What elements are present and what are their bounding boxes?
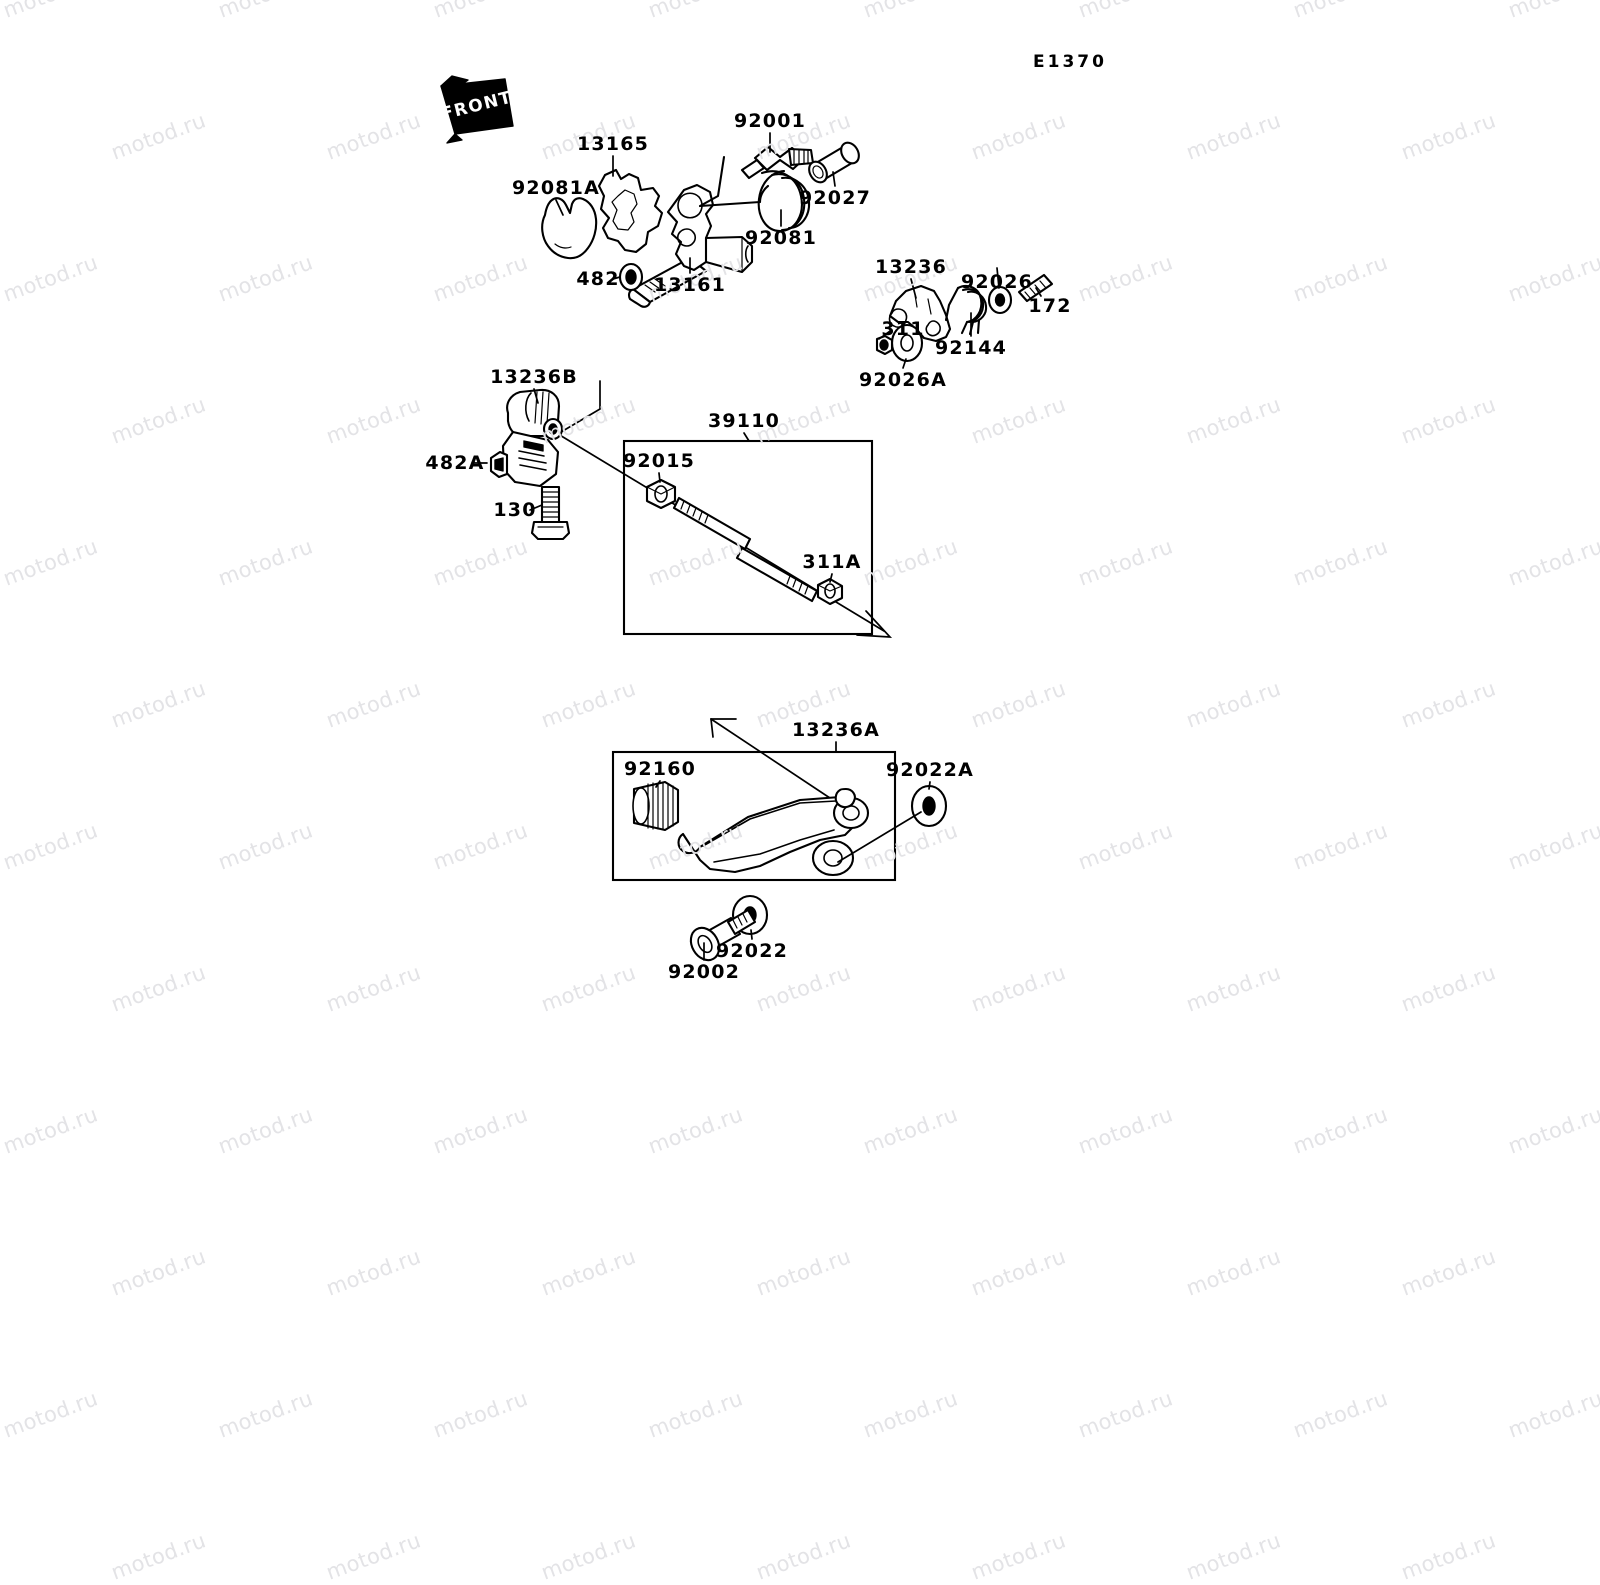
part-92027-shape bbox=[808, 141, 860, 184]
part-number-92002[interactable]: 92002 bbox=[667, 961, 741, 983]
diagram-id-code: E1370 bbox=[1033, 52, 1107, 72]
part-92081A-shape bbox=[541, 197, 598, 260]
part-92015-shape bbox=[645, 478, 677, 510]
watermark-text: motod.ru bbox=[1397, 1528, 1499, 1585]
part-number-311A[interactable]: 311A bbox=[802, 551, 862, 573]
part-number-92022[interactable]: 92022 bbox=[715, 940, 789, 962]
front-marker-label: FRONT bbox=[437, 76, 517, 136]
part-39110-rod-shape bbox=[672, 496, 819, 603]
watermark-text: motod.ru bbox=[107, 1528, 209, 1585]
part-number-92144[interactable]: 92144 bbox=[934, 337, 1008, 359]
part-13165-shape bbox=[597, 168, 664, 254]
washer-92022A-leader bbox=[837, 811, 922, 863]
part-number-92015[interactable]: 92015 bbox=[622, 450, 696, 472]
watermark-text: motod.ru bbox=[1290, 1386, 1392, 1443]
part-number-92022A[interactable]: 92022A bbox=[885, 759, 975, 781]
part-13236B-shape bbox=[501, 388, 564, 488]
part-92001-shape bbox=[740, 145, 815, 180]
part-13236-shape bbox=[888, 284, 952, 343]
part-number-13236A[interactable]: 13236A bbox=[791, 719, 881, 741]
pedal-assembly-leader bbox=[710, 718, 849, 811]
watermark-text: motod.ru bbox=[645, 1386, 747, 1443]
watermark-text: motod.ru bbox=[322, 1244, 424, 1301]
watermark-text: motod.ru bbox=[967, 1528, 1069, 1585]
part-leader-lines bbox=[471, 132, 1042, 961]
watermark-text: motod.ru bbox=[752, 1528, 854, 1585]
part-number-13236[interactable]: 13236 bbox=[874, 256, 948, 278]
part-92160-shape bbox=[632, 780, 680, 832]
front-marker-text: FRONT bbox=[439, 87, 515, 125]
watermark-text: motod.ru bbox=[752, 1244, 854, 1301]
part-number-92160[interactable]: 92160 bbox=[623, 758, 697, 780]
part-number-92081[interactable]: 92081 bbox=[744, 227, 818, 249]
part-130-shape bbox=[530, 485, 571, 541]
watermark-text: motod.ru bbox=[1397, 1244, 1499, 1301]
part-92026A-shape bbox=[890, 323, 924, 363]
part-number-172[interactable]: 172 bbox=[1028, 295, 1072, 317]
part-number-92026A[interactable]: 92026A bbox=[858, 369, 948, 391]
part-92026-shape bbox=[987, 285, 1013, 315]
part-13236A-shape bbox=[677, 787, 870, 877]
part-number-13161[interactable]: 13161 bbox=[653, 274, 727, 296]
part-92002-shape bbox=[689, 908, 757, 962]
part-number-92026[interactable]: 92026 bbox=[960, 271, 1034, 293]
watermark-text: motod.ru bbox=[107, 1244, 209, 1301]
part-311-shape bbox=[875, 334, 894, 356]
part-482A-shape bbox=[489, 450, 509, 479]
part-number-13236B[interactable]: 13236B bbox=[490, 366, 578, 388]
watermark-text: motod.ru bbox=[537, 1244, 639, 1301]
part-number-label-layer: E1370 FRONT 92081A 13165 92001 92027 92081 48… bbox=[425, 52, 1107, 983]
watermark-text: motod.ru bbox=[860, 1386, 962, 1443]
part-number-130[interactable]: 130 bbox=[493, 499, 537, 521]
watermark-text: motod.ru bbox=[1505, 1386, 1600, 1443]
watermark-text: motod.ru bbox=[1182, 1244, 1284, 1301]
watermark-text: motod.ru bbox=[0, 1386, 102, 1443]
watermark-text: motod.ru bbox=[967, 1244, 1069, 1301]
watermark-text: motod.ru bbox=[322, 1528, 424, 1585]
part-number-92001[interactable]: 92001 bbox=[733, 110, 807, 132]
watermark-text: motod.ru bbox=[215, 1386, 317, 1443]
part-13161-shape bbox=[627, 183, 754, 308]
part-number-39110[interactable]: 39110 bbox=[707, 410, 781, 432]
part-92144-shape bbox=[944, 285, 988, 336]
part-number-482A[interactable]: 482A bbox=[425, 452, 485, 474]
part-number-92027[interactable]: 92027 bbox=[798, 187, 872, 209]
part-92022A-shape bbox=[910, 784, 948, 828]
watermark-text: motod.ru bbox=[430, 1386, 532, 1443]
part-92081-shape bbox=[698, 155, 811, 233]
front-marker-icon bbox=[440, 75, 514, 144]
part-number-92081A[interactable]: 92081A bbox=[511, 177, 601, 199]
part-number-13165[interactable]: 13165 bbox=[576, 133, 650, 155]
watermark-text: motod.ru bbox=[1182, 1528, 1284, 1585]
diagram-artwork: .ln{fill:none;stroke:#000;stroke-width:2… bbox=[440, 75, 1054, 962]
part-number-311[interactable]: 311 bbox=[881, 318, 925, 340]
watermark-text: motod.ru bbox=[1075, 1386, 1177, 1443]
watermark-text: motod.ru bbox=[537, 1528, 639, 1585]
part-number-482[interactable]: 482 bbox=[576, 268, 620, 290]
